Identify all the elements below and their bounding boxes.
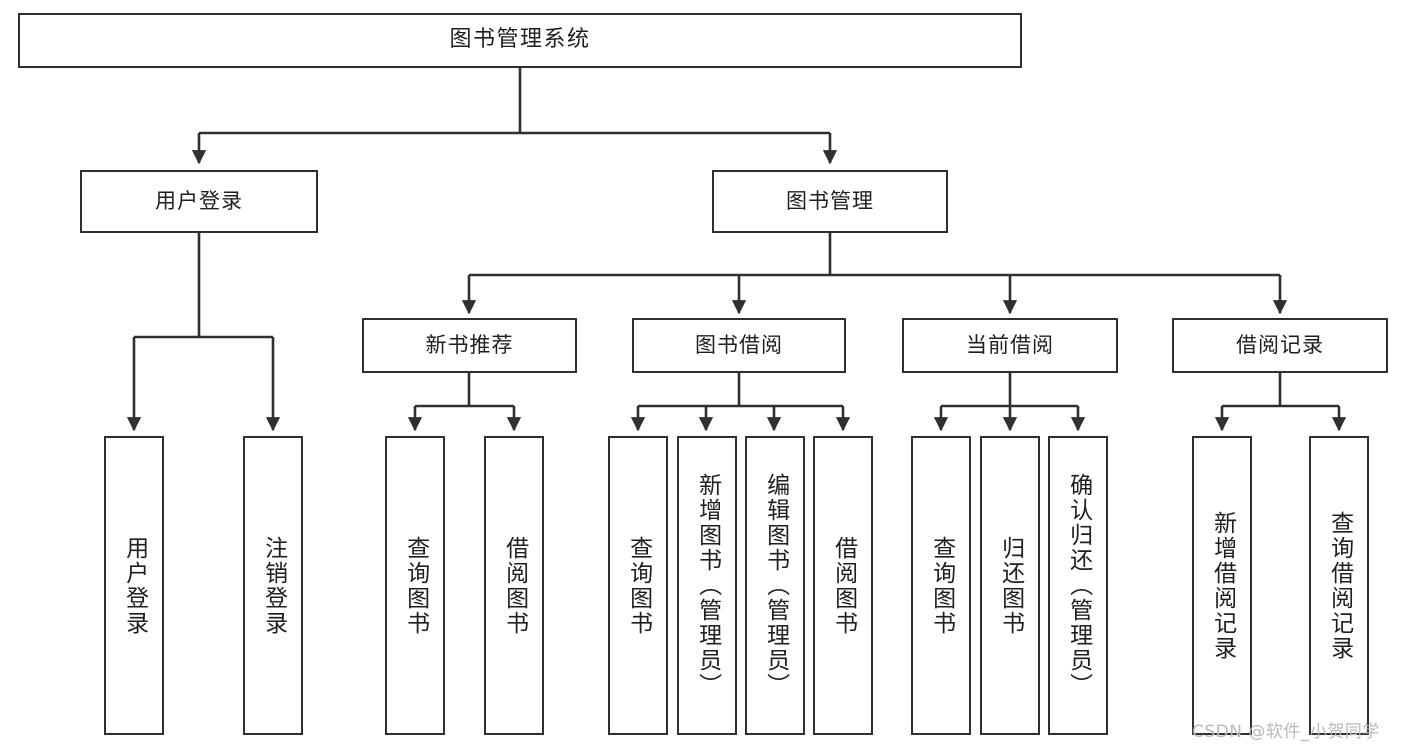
node-root-book-management-system[interactable]: 图书管理系统 <box>18 13 1022 68</box>
node-label: 用户登录 <box>121 535 148 636</box>
node-label: 新增借阅记录 <box>1209 510 1236 661</box>
node-book-borrow[interactable]: 图书借阅 <box>632 318 846 373</box>
node-label: 新书推荐 <box>425 332 514 357</box>
node-label: 借阅图书 <box>501 535 528 636</box>
node-borrow-record[interactable]: 借阅记录 <box>1172 318 1388 373</box>
node-book-management[interactable]: 图书管理 <box>712 170 948 233</box>
node-new-book-recommend[interactable]: 新书推荐 <box>362 318 577 373</box>
node-label: 图书借阅 <box>695 332 783 357</box>
node-label: 新增图书（管理员） <box>694 473 721 698</box>
csdn-watermark: CSDN @软件_小贺同学 <box>1192 722 1380 742</box>
node-label: 确认归还（管理员） <box>1065 473 1092 698</box>
leaf-add-book-admin[interactable]: 新增图书（管理员） <box>677 436 737 735</box>
node-label: 查询图书 <box>928 535 955 636</box>
leaf-edit-book-admin[interactable]: 编辑图书（管理员） <box>745 436 805 735</box>
leaf-borrow-book-recommend[interactable]: 借阅图书 <box>484 436 544 735</box>
node-label: 注销登录 <box>260 535 287 636</box>
node-label: 图书管理 <box>786 188 874 213</box>
node-label: 查询借阅记录 <box>1326 510 1353 661</box>
leaf-add-borrow-record[interactable]: 新增借阅记录 <box>1192 436 1252 735</box>
node-label: 当前借阅 <box>966 332 1054 357</box>
leaf-user-login[interactable]: 用户登录 <box>104 436 164 735</box>
leaf-query-book-borrow[interactable]: 查询图书 <box>608 436 668 735</box>
leaf-borrow-book[interactable]: 借阅图书 <box>813 436 873 735</box>
node-label: 用户登录 <box>155 188 243 213</box>
node-label: 归还图书 <box>997 535 1024 636</box>
node-label: 借阅记录 <box>1236 332 1324 357</box>
node-label: 查询图书 <box>402 535 429 636</box>
leaf-confirm-return-admin[interactable]: 确认归还（管理员） <box>1048 436 1108 735</box>
leaf-query-book-recommend[interactable]: 查询图书 <box>385 436 445 735</box>
node-label: 借阅图书 <box>830 535 857 636</box>
node-label: 查询图书 <box>625 535 652 636</box>
leaf-logout[interactable]: 注销登录 <box>243 436 303 735</box>
node-label: 编辑图书（管理员） <box>762 473 789 698</box>
leaf-return-book[interactable]: 归还图书 <box>980 436 1040 735</box>
node-current-borrow[interactable]: 当前借阅 <box>902 318 1118 373</box>
node-label: 图书管理系统 <box>449 27 591 53</box>
leaf-query-borrow-record[interactable]: 查询借阅记录 <box>1309 436 1369 735</box>
node-user-login[interactable]: 用户登录 <box>80 170 318 233</box>
leaf-query-book-current[interactable]: 查询图书 <box>911 436 971 735</box>
